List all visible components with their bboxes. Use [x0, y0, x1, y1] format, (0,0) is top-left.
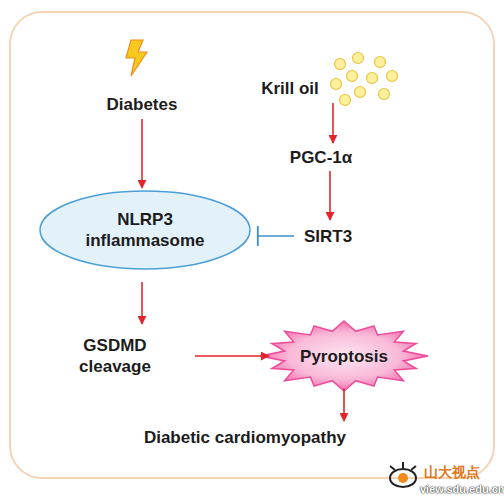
edge-group	[258, 226, 294, 246]
text-node: Diabetes	[92, 92, 192, 116]
arrow-connector	[329, 171, 331, 220]
arrow-connector	[343, 388, 345, 421]
starburst-node: Pyroptosis	[259, 320, 429, 392]
edge-group	[333, 103, 334, 143]
node-label: Diabetes	[107, 94, 178, 115]
inhibition-connector	[258, 235, 294, 237]
starburst-shape	[260, 321, 428, 391]
text-node: GSDMD cleavage	[45, 332, 185, 380]
node-label: Pyroptosis	[300, 346, 388, 367]
node-label: NLRP3 inflammasome	[75, 209, 215, 251]
edge-group	[330, 171, 331, 220]
watermark-text: view.sdu.edu.cn	[420, 483, 504, 495]
arrow-connector	[195, 355, 269, 357]
node-label: Diabetic cardiomyopathy	[144, 427, 346, 448]
edge-group	[142, 119, 143, 188]
inhibition-bar	[257, 226, 259, 246]
node-label: SIRT3	[304, 226, 352, 247]
text-node: Diabetic cardiomyopathy	[125, 425, 365, 449]
arrow-connector	[141, 282, 143, 324]
edge-group	[195, 356, 269, 357]
ellipse-shape	[40, 191, 250, 269]
ellipse-outline	[39, 190, 251, 270]
text-node: SIRT3	[300, 224, 356, 248]
text-node: PGC-1α	[271, 145, 371, 169]
node-label: GSDMD cleavage	[70, 335, 160, 377]
ellipse-node: NLRP3 inflammasome	[39, 190, 251, 270]
watermark-logo	[390, 462, 416, 487]
node-label: PGC-1α	[290, 147, 352, 168]
edge-group	[142, 282, 143, 324]
arrow-connector	[141, 119, 143, 188]
outer-frame	[10, 12, 494, 478]
edge-group	[344, 388, 345, 421]
watermark-text: 山大视点	[424, 464, 480, 482]
node-label: Krill oil	[261, 78, 319, 99]
krill-oil-drops	[331, 53, 398, 106]
arrow-connector	[332, 103, 334, 143]
lightning-icon	[126, 40, 147, 76]
text-node: Krill oil	[240, 76, 340, 100]
